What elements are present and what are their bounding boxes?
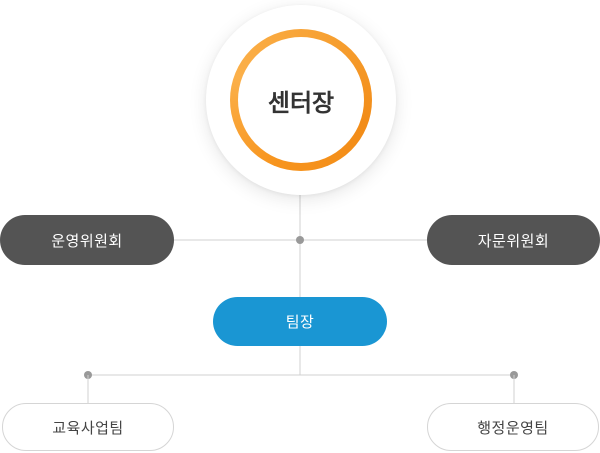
orange-ring: 센터장 bbox=[230, 29, 372, 171]
administration-team-node: 행정운영팀 bbox=[427, 403, 599, 451]
center-director-node: 센터장 bbox=[206, 5, 396, 195]
center-director-label: 센터장 bbox=[238, 37, 364, 163]
committee-junction-dot bbox=[296, 236, 304, 244]
team-leader-node: 팀장 bbox=[213, 297, 387, 346]
education-team-node: 교육사업팀 bbox=[2, 403, 174, 451]
advisory-committee-node: 자문위원회 bbox=[427, 215, 600, 265]
operating-committee-node: 운영위원회 bbox=[0, 215, 174, 265]
